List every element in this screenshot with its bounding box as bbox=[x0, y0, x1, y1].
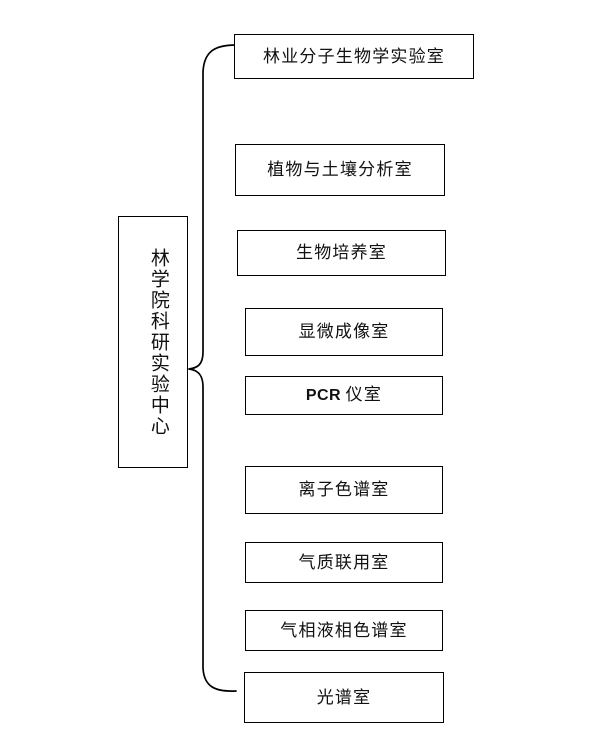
leaf-node-label: 显微成像室 bbox=[298, 322, 390, 342]
leaf-node-pcr-lab[interactable]: PCR 仪室 bbox=[245, 376, 443, 415]
leaf-node-spectroscopy-lab[interactable]: 光谱室 bbox=[244, 672, 444, 723]
leaf-node-forestry-molecular-biology-lab[interactable]: 林业分子生物学实验室 bbox=[234, 34, 474, 79]
pcr-latin-text: PCR bbox=[305, 387, 341, 405]
brace-path bbox=[188, 44, 237, 692]
leaf-node-gcms-lab[interactable]: 气质联用室 bbox=[245, 542, 443, 583]
leaf-node-gc-lc-chromatography-lab[interactable]: 气相液相色谱室 bbox=[245, 610, 443, 651]
leaf-node-label: 植物与土壤分析室 bbox=[267, 160, 413, 180]
leaf-node-label: 气质联用室 bbox=[298, 552, 390, 572]
leaf-node-label: 离子色谱室 bbox=[298, 480, 390, 500]
pcr-cjk-text: 仪室 bbox=[345, 385, 383, 405]
leaf-node-plant-soil-analysis-lab[interactable]: 植物与土壤分析室 bbox=[235, 144, 445, 196]
leaf-node-biological-culture-lab[interactable]: 生物培养室 bbox=[237, 230, 446, 276]
leaf-node-label: 光谱室 bbox=[316, 687, 372, 707]
root-node-lab-center[interactable]: 林学院科研实验中心 bbox=[118, 216, 188, 468]
leaf-node-label: 林业分子生物学实验室 bbox=[263, 46, 445, 66]
root-node-label: 林学院科研实验中心 bbox=[147, 247, 169, 437]
leaf-node-label: 生物培养室 bbox=[296, 243, 387, 263]
leaf-node-label: PCR 仪室 bbox=[306, 385, 382, 405]
leaf-node-ion-chromatography-lab[interactable]: 离子色谱室 bbox=[245, 466, 443, 514]
leaf-node-microscopic-imaging-lab[interactable]: 显微成像室 bbox=[245, 308, 443, 356]
leaf-node-label: 气相液相色谱室 bbox=[280, 620, 408, 640]
